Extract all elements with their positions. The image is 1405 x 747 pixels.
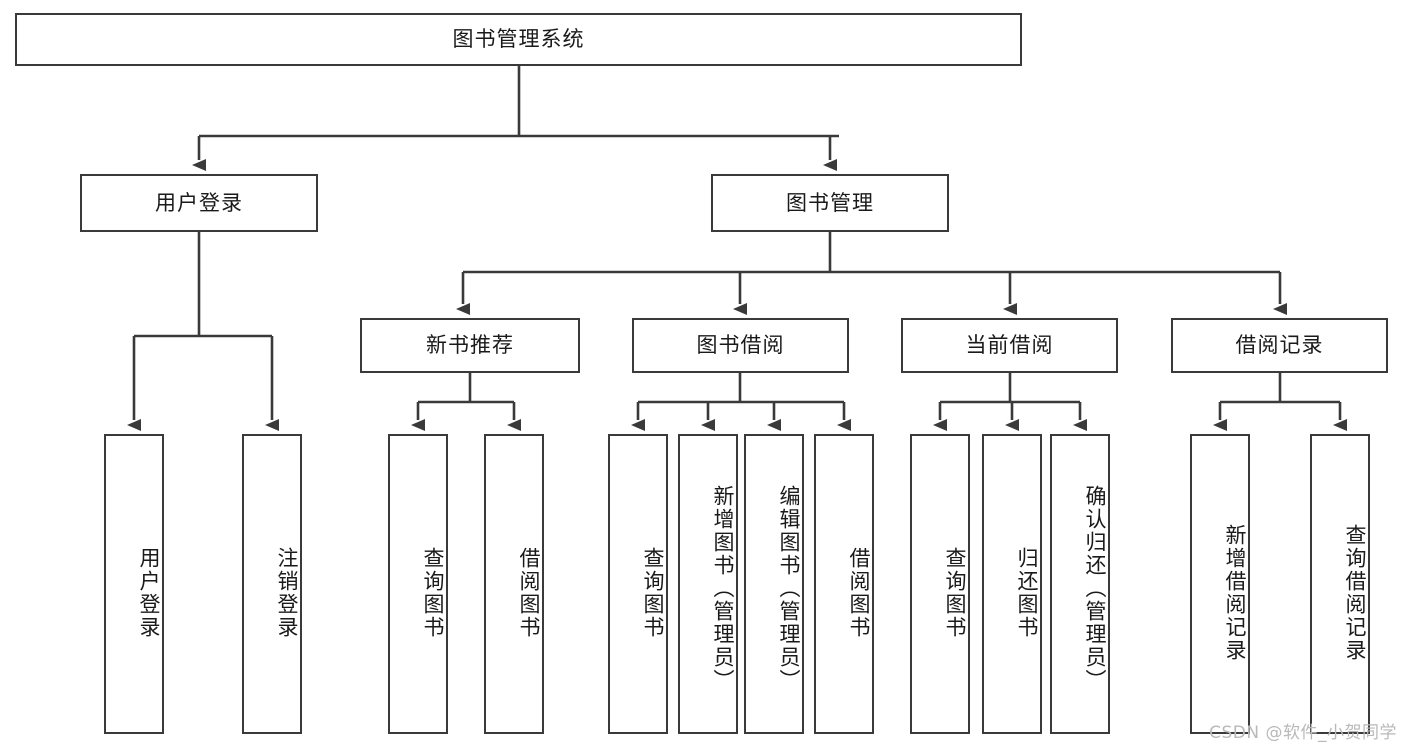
node-leaf-query-book-2-label: 查询图书 (641, 547, 665, 639)
node-book-borrow-label: 图书借阅 (696, 333, 785, 358)
node-leaf-query-borrow-record[interactable]: 查询借阅记录 (1310, 434, 1370, 734)
node-leaf-logout[interactable]: 注销登录 (242, 434, 302, 734)
node-leaf-confirm-return-admin-label: 确认归还（管理员） (1083, 484, 1107, 692)
node-leaf-return-book-label: 归还图书 (1015, 547, 1039, 639)
node-leaf-add-borrow-record-label: 新增借阅记录 (1223, 524, 1247, 662)
node-leaf-query-borrow-record-label: 查询借阅记录 (1343, 524, 1367, 662)
node-leaf-confirm-return-admin[interactable]: 确认归还（管理员） (1050, 434, 1110, 734)
node-user-login-label: 用户登录 (155, 190, 243, 215)
node-leaf-borrow-book-2[interactable]: 借阅图书 (814, 434, 874, 734)
node-root[interactable]: 图书管理系统 (15, 13, 1022, 66)
node-leaf-add-book-admin[interactable]: 新增图书（管理员） (678, 434, 738, 734)
node-leaf-logout-label: 注销登录 (275, 547, 299, 639)
node-borrow-record-label: 借阅记录 (1235, 333, 1324, 358)
node-leaf-borrow-book-2-label: 借阅图书 (847, 547, 871, 639)
node-leaf-borrow-book-1-label: 借阅图书 (517, 547, 541, 639)
node-leaf-query-book-2[interactable]: 查询图书 (608, 434, 668, 734)
node-leaf-edit-book-admin[interactable]: 编辑图书（管理员） (744, 434, 804, 734)
node-leaf-query-book-3[interactable]: 查询图书 (910, 434, 970, 734)
node-leaf-add-book-admin-label: 新增图书（管理员） (711, 484, 735, 692)
node-new-book-recommend-label: 新书推荐 (426, 333, 514, 358)
node-leaf-query-book-3-label: 查询图书 (943, 547, 967, 639)
node-borrow-record[interactable]: 借阅记录 (1171, 318, 1388, 373)
node-leaf-edit-book-admin-label: 编辑图书（管理员） (777, 484, 801, 692)
node-book-borrow[interactable]: 图书借阅 (632, 318, 849, 373)
node-leaf-return-book[interactable]: 归还图书 (982, 434, 1042, 734)
node-leaf-user-login[interactable]: 用户登录 (104, 434, 164, 734)
node-leaf-add-borrow-record[interactable]: 新增借阅记录 (1190, 434, 1250, 734)
node-book-management[interactable]: 图书管理 (711, 174, 949, 232)
node-user-login[interactable]: 用户登录 (80, 174, 318, 232)
node-leaf-query-book-1-label: 查询图书 (421, 547, 445, 639)
node-book-management-label: 图书管理 (786, 190, 874, 215)
node-current-borrow[interactable]: 当前借阅 (901, 318, 1118, 373)
node-leaf-user-login-label: 用户登录 (137, 547, 161, 639)
node-new-book-recommend[interactable]: 新书推荐 (360, 318, 580, 373)
node-current-borrow-label: 当前借阅 (965, 333, 1054, 358)
node-root-label: 图书管理系统 (452, 27, 585, 52)
watermark-text: CSDN @软件_小贺同学 (1209, 723, 1397, 743)
node-leaf-borrow-book-1[interactable]: 借阅图书 (484, 434, 544, 734)
node-leaf-query-book-1[interactable]: 查询图书 (388, 434, 448, 734)
